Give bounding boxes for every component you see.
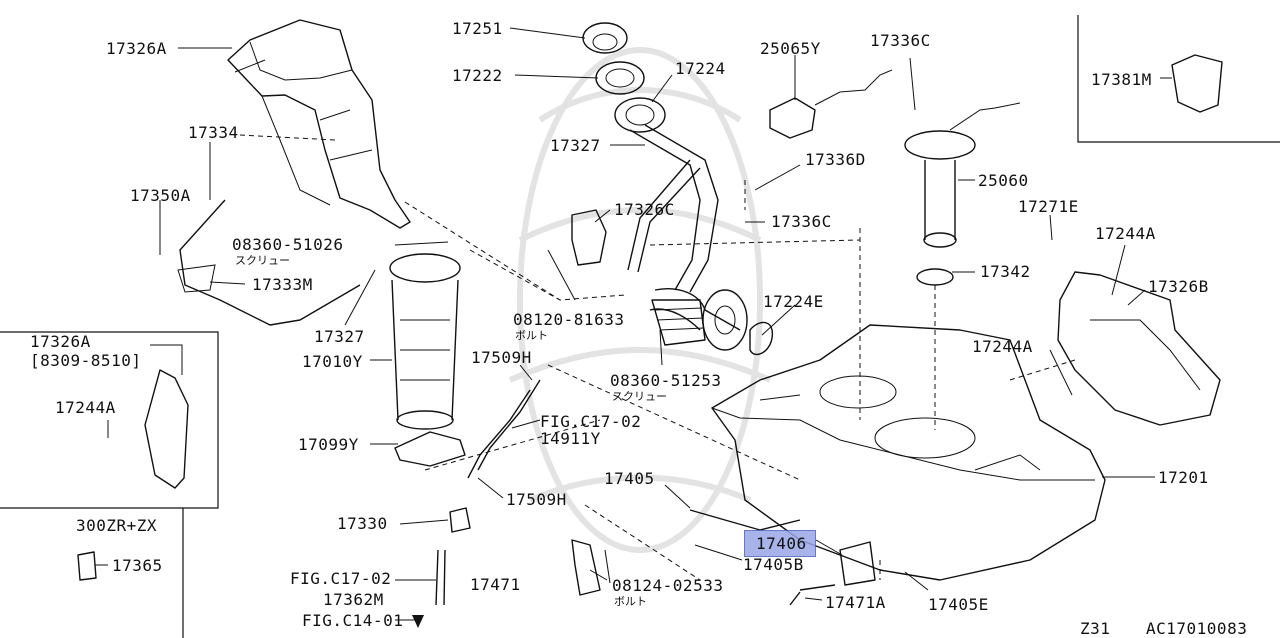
- filler-hose-boot: [651, 289, 748, 351]
- clip-17365: [77, 551, 97, 581]
- label-17334[interactable]: 17334: [188, 123, 239, 142]
- label-08360-51253[interactable]: 08360-51253: [610, 371, 722, 390]
- inset-right-frame: [1077, 15, 1280, 143]
- label-17381m[interactable]: 17381M: [1091, 70, 1152, 89]
- pipe-17334: [179, 199, 361, 326]
- sender-25065y: [769, 69, 893, 139]
- label-17326a-inset[interactable]: 17326A: [30, 332, 91, 351]
- label-17224[interactable]: 17224: [675, 59, 726, 78]
- clip-17381m: [1171, 54, 1223, 113]
- label-17336d[interactable]: 17336D: [805, 150, 866, 169]
- heat-shield-17326a: [227, 19, 411, 229]
- label-17224e[interactable]: 17224E: [763, 292, 824, 311]
- part-17471a: [839, 541, 876, 586]
- highlight-17406: [744, 530, 816, 557]
- label-17330[interactable]: 17330: [337, 514, 388, 533]
- bracket-17471: [571, 539, 601, 596]
- label-17405e[interactable]: 17405E: [928, 595, 989, 614]
- label-14911y[interactable]: 14911Y: [540, 429, 601, 448]
- inset-bracket-17326a: [144, 369, 189, 489]
- jp-bolt-1: ボルト: [515, 329, 548, 342]
- label-17244a-inset[interactable]: 17244A: [55, 398, 116, 417]
- label-25060[interactable]: 25060: [978, 171, 1029, 190]
- label-17342[interactable]: 17342: [980, 262, 1031, 281]
- label-17333m[interactable]: 17333M: [252, 275, 313, 294]
- o-ring-17342: [916, 268, 954, 286]
- filter-17099y: [394, 431, 466, 467]
- pump-assembly-25060: [904, 102, 1021, 248]
- watermark-emblem: [508, 47, 772, 553]
- inset-left-frame: [0, 331, 219, 509]
- label-17405b[interactable]: 17405B: [743, 555, 804, 574]
- label-25065y[interactable]: 25065Y: [760, 39, 821, 58]
- label-08124-02533[interactable]: 08124-02533: [612, 576, 724, 595]
- label-08120-81633[interactable]: 08120-81633: [513, 310, 625, 329]
- label-17362m[interactable]: 17362M: [323, 590, 384, 609]
- label-17201[interactable]: 17201: [1158, 468, 1209, 487]
- leader-lines: [95, 27, 1172, 621]
- label-17405[interactable]: 17405: [604, 469, 655, 488]
- fuel-cap-17251: [582, 22, 628, 54]
- label-17365[interactable]: 17365: [112, 556, 163, 575]
- shield-17326b: [1057, 271, 1221, 426]
- pump-17010y: [389, 253, 461, 430]
- label-17350a[interactable]: 17350A: [130, 186, 191, 205]
- grommet-17333m: [177, 264, 216, 293]
- jp-bolt-2: ボルト: [614, 595, 647, 608]
- label-fig-c14-01[interactable]: FIG.C14-01: [302, 611, 404, 630]
- label-17326c[interactable]: 17326C: [614, 200, 675, 219]
- jp-screw-2: スクリュー: [612, 390, 667, 403]
- label-17471[interactable]: 17471: [470, 575, 521, 594]
- inset-note: 300ZR+ZX: [76, 516, 158, 535]
- label-17336c-top[interactable]: 17336C: [870, 31, 931, 50]
- arrow-down-icon: [412, 615, 424, 628]
- label-17271e[interactable]: 17271E: [1018, 197, 1079, 216]
- jp-screw-1: スクリュー: [235, 254, 290, 267]
- pipe-17362m: [435, 549, 446, 606]
- label-17327-left[interactable]: 17327: [314, 327, 365, 346]
- label-17471a[interactable]: 17471A: [825, 593, 886, 612]
- label-17326a[interactable]: 17326A: [106, 39, 167, 58]
- hose-14911y: [467, 389, 531, 479]
- gasket-17224e: [749, 321, 774, 356]
- label-17244a-mid[interactable]: 17244A: [972, 337, 1033, 356]
- bracket-17326c: [571, 209, 607, 266]
- label-fig-c17-02-a[interactable]: FIG.C17-02: [540, 412, 642, 431]
- label-17336c-mid[interactable]: 17336C: [771, 212, 832, 231]
- corner-figure-code: AC17010083: [1146, 619, 1248, 638]
- label-fig-c17-02-b[interactable]: FIG.C17-02: [290, 569, 392, 588]
- label-17244a-right[interactable]: 17244A: [1095, 224, 1156, 243]
- label-17509h-lower[interactable]: 17509H: [506, 490, 567, 509]
- label-date-range: [8309-8510]: [30, 351, 142, 370]
- label-17509h-upper[interactable]: 17509H: [471, 348, 532, 367]
- label-17222[interactable]: 17222: [452, 66, 503, 85]
- label-17406[interactable]: 17406: [756, 534, 807, 553]
- filler-neck-17224: [614, 97, 666, 133]
- dashed-guides: [239, 134, 1076, 581]
- label-17327-top[interactable]: 17327: [550, 136, 601, 155]
- filter-17330: [449, 507, 471, 533]
- label-17099y[interactable]: 17099Y: [298, 435, 359, 454]
- label-17251[interactable]: 17251: [452, 19, 503, 38]
- label-17010y[interactable]: 17010Y: [302, 352, 363, 371]
- fuel-tank-17201: [711, 324, 1106, 581]
- label-08360-51026[interactable]: 08360-51026: [232, 235, 344, 254]
- corner-model-code: Z31: [1080, 619, 1111, 638]
- label-17326b[interactable]: 17326B: [1148, 277, 1209, 296]
